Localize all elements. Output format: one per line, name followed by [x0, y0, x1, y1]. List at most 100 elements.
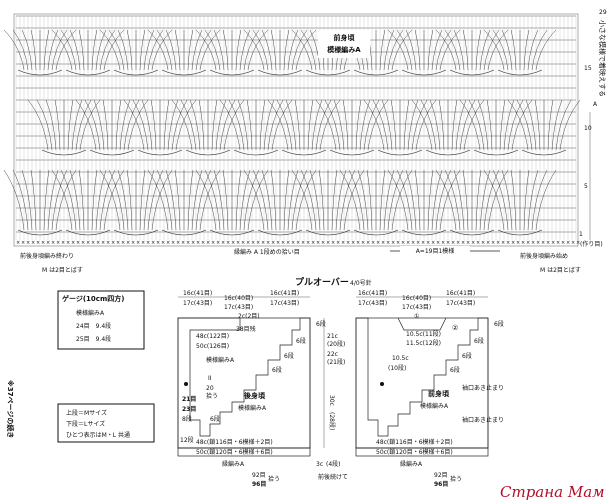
chain-stitch-mark: × — [366, 240, 370, 246]
marker-dot-1 — [184, 382, 188, 386]
pineapple-fan-stroke — [99, 169, 116, 231]
chart-end-label: 前後身頃編み終わり — [20, 252, 74, 260]
front-neck-10: (10段) — [388, 364, 406, 372]
pineapple-fan-stroke — [319, 99, 341, 151]
chain-stitch-mark: × — [196, 240, 200, 246]
pineapple-fan-stroke — [342, 99, 349, 151]
pineapple-fan-stroke — [36, 99, 53, 151]
pineapple-fan-stroke — [331, 169, 338, 231]
pineapple-fan-stroke — [283, 29, 290, 71]
pineapple-fan-stroke — [309, 169, 321, 231]
chain-stitch-mark: × — [266, 240, 270, 246]
front-body-name: 前身頃 — [428, 389, 450, 398]
back-body-outline — [177, 317, 311, 449]
chain-stitch-mark: × — [66, 240, 70, 246]
pineapple-fan-stroke — [531, 29, 548, 71]
pineapple-fan-stroke — [403, 99, 410, 151]
back-neck-48: 48c(122目) — [196, 333, 229, 340]
chain-stitch-mark: × — [241, 240, 245, 246]
back-bottom-rows: 12段 — [180, 436, 194, 444]
pineapple-fan-stroke — [555, 99, 572, 151]
pineapple-fan-stroke — [75, 99, 97, 151]
pineapple-fan-stroke — [204, 29, 221, 71]
pineapple-base-arc — [233, 149, 279, 156]
pineapple-base-arc — [353, 69, 399, 76]
side-title: 小さな模様で着映えする — [598, 20, 607, 97]
pineapple-fan-stroke — [270, 169, 277, 231]
chain-stitch-mark: × — [171, 240, 175, 246]
chain-stitch-mark: × — [321, 240, 325, 246]
front-circle-1: ① — [414, 313, 419, 320]
pineapple-fan-stroke — [235, 169, 242, 231]
pineapple-fan-stroke — [223, 99, 245, 151]
chain-stitch-mark: × — [136, 240, 140, 246]
pineapple-fan-stroke — [387, 29, 404, 71]
pineapple-fan-stroke — [285, 99, 297, 151]
back-top-w1: 16c(41目) — [183, 290, 212, 297]
front-top-w1: 16c(41目) — [358, 290, 387, 297]
chain-stitch-mark: × — [211, 240, 215, 246]
chart-frame — [13, 13, 579, 247]
chain-stitch-mark: × — [441, 240, 445, 246]
pineapple-fan-stroke — [355, 99, 362, 151]
pineapple-fan-stroke — [187, 29, 194, 71]
chain-stitch-mark: × — [226, 240, 230, 246]
chain-stitch-mark: × — [96, 240, 100, 246]
pineapple-fan-stroke — [291, 29, 308, 71]
pineapple-fan-stroke — [54, 99, 61, 151]
pineapple-fan-stroke — [51, 169, 73, 231]
pineapple-fan-stroke — [270, 29, 277, 71]
chain-stitch-mark: × — [351, 240, 355, 246]
chart-start-label: 前後身頃編み始め — [520, 252, 568, 260]
chain-stitch-mark: × — [541, 240, 545, 246]
pineapple-fan-stroke — [411, 99, 433, 151]
pineapple-base-arc — [209, 69, 255, 76]
pineapple-base-arc — [65, 69, 111, 76]
pineapple-fan-stroke — [405, 29, 417, 71]
side-21b: (20段) — [327, 340, 345, 348]
back-top-w2: 17c(43目) — [183, 300, 212, 307]
pineapple-fan-stroke — [463, 99, 485, 151]
pineapple-fan-stroke — [147, 169, 164, 231]
pineapple-fan-stroke — [420, 99, 437, 151]
pineapple-fan-stroke — [287, 29, 299, 71]
pineapple-fan-stroke — [453, 29, 465, 71]
back-pattern-label: 模様編みA — [206, 356, 235, 364]
pineapple-fan-stroke — [78, 29, 85, 71]
pineapple-fan-stroke — [127, 99, 149, 151]
chain-stitch-mark: × — [206, 240, 210, 246]
chart-title-2: 模様編みA — [327, 45, 361, 54]
pineapple-fan-stroke — [462, 29, 469, 71]
pineapple-fan-stroke — [492, 169, 509, 231]
pineapple-base-arc — [257, 69, 303, 76]
pineapple-base-arc — [185, 149, 231, 156]
pineapple-fan-stroke — [444, 29, 461, 71]
chart-right-skip: M は2目とばす — [540, 266, 581, 274]
pineapple-fan-stroke — [95, 29, 107, 71]
pineapple-fan-stroke — [339, 169, 361, 231]
chain-stitch-mark: × — [126, 240, 130, 246]
pineapple-fan-stroke — [383, 169, 395, 231]
pineapple-fan-stroke — [501, 169, 513, 231]
pineapple-base-arc — [473, 149, 519, 156]
chain-stitch-mark: × — [436, 240, 440, 246]
pineapple-fan-stroke — [510, 29, 517, 71]
pineapple-base-arc — [329, 149, 375, 156]
pineapple-fan-stroke — [115, 99, 122, 151]
side-30b: (28段) — [328, 412, 336, 430]
pineapple-fan-stroke — [123, 99, 140, 151]
chart-grid: ××××××××××××××××××××××××××××××××××××××××… — [15, 15, 580, 246]
front-top-r2: 17c(43目) — [446, 300, 475, 307]
pineapple-fan-stroke — [547, 99, 554, 151]
pineapple-fan-stroke — [379, 169, 386, 231]
pineapple-fan-stroke — [55, 29, 77, 71]
chain-stitch-mark: × — [446, 240, 450, 246]
chain-stitch-mark: × — [356, 240, 360, 246]
chain-stitch-mark: × — [111, 240, 115, 246]
pineapple-fan-stroke — [195, 169, 217, 231]
pineapple-fan-stroke — [387, 29, 409, 71]
crochet-chart: ××××××××××××××××××××××××××××××××××××××××… — [3, 9, 607, 274]
pineapple-fan-stroke — [300, 29, 317, 71]
chain-stitch-mark: × — [276, 240, 280, 246]
